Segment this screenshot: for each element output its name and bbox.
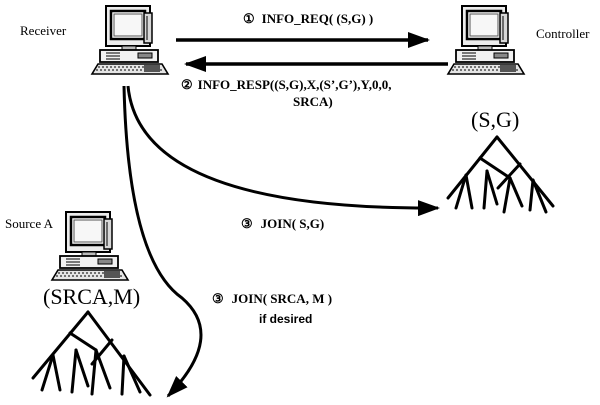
sg-distribution-tree-icon	[446, 135, 555, 214]
info-req-number: ①	[243, 11, 255, 26]
srca-distribution-tree-icon	[31, 310, 152, 397]
info-req-label: ① INFO_REQ( (S,G) )	[243, 11, 373, 26]
join-sg-number: ③	[241, 216, 253, 231]
join-srca-label: ③ JOIN( SRCA, M )	[212, 291, 332, 306]
join-srca-number: ③	[212, 291, 224, 306]
join-sg-label: ③ JOIN( S,G)	[241, 216, 324, 231]
join-sg-arrow	[126, 85, 440, 217]
info-resp-line2: SRCA)	[293, 94, 333, 109]
join-srca-condition: if desired	[259, 312, 312, 326]
join-srca-arrow	[122, 85, 203, 398]
source-a-tree-label: (SRCA,M)	[43, 284, 140, 309]
info-resp-label: ② INFO_RESP((S,G),X,(S’,G’),Y,0,0,	[181, 77, 391, 92]
controller-label: Controller	[536, 26, 590, 41]
join-sg-text: JOIN( S,G)	[261, 216, 325, 231]
controller-tree-label: (S,G)	[471, 107, 519, 132]
info-resp-number: ②	[181, 77, 193, 92]
source-a-computer-icon	[50, 210, 130, 282]
receiver-label: Receiver	[20, 23, 67, 38]
join-srca-line1: JOIN( SRCA, M )	[232, 291, 332, 306]
source-a-label: Source A	[5, 216, 54, 231]
receiver-computer-icon	[90, 4, 170, 76]
controller-computer-icon	[446, 4, 526, 76]
info-resp-line1: INFO_RESP((S,G),X,(S’,G’),Y,0,0,	[198, 77, 392, 92]
info-req-text: INFO_REQ( (S,G) )	[262, 11, 374, 26]
